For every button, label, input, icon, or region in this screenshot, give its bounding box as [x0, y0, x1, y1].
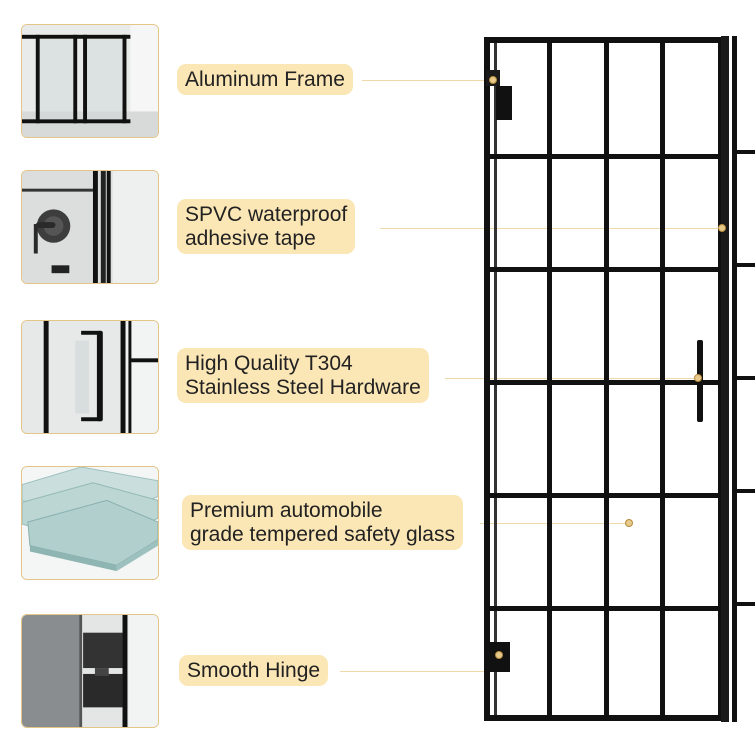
glass-thumbnail	[21, 466, 159, 580]
leader-line-tempered-glass	[480, 523, 626, 524]
label-line: Stainless Steel Hardware	[185, 376, 421, 399]
aluminum-frame-thumbnail	[21, 24, 159, 138]
feature-label-aluminum-frame: Aluminum Frame	[177, 64, 353, 95]
label-line: grade tempered safety glass	[190, 523, 455, 546]
leader-line-aluminum-frame	[362, 80, 490, 81]
feature-label-tempered-glass: Premium automobile grade tempered safety…	[182, 495, 463, 550]
hinge-icon	[22, 615, 158, 727]
window-frame-icon	[22, 25, 158, 137]
hinge-thumbnail	[21, 614, 159, 728]
feature-label-t304-hardware: High Quality T304 Stainless Steel Hardwa…	[177, 348, 429, 403]
label-line: Aluminum Frame	[185, 68, 345, 91]
shower-door-illustration	[484, 36, 755, 722]
callout-dot-t304-hardware	[694, 374, 702, 382]
valve-handle-icon	[22, 171, 158, 283]
door-handle-icon	[22, 321, 158, 433]
label-line: Premium automobile	[190, 499, 383, 522]
hardware-thumbnail	[21, 320, 159, 434]
label-line: High Quality T304	[185, 352, 353, 375]
callout-dot-tempered-glass	[625, 519, 633, 527]
leader-line-smooth-hinge	[340, 671, 498, 672]
callout-dot-spvc-tape	[718, 224, 726, 232]
leader-line-t304-hardware	[445, 378, 697, 379]
glass-panes-icon	[22, 467, 158, 579]
label-line: SPVC waterproof	[185, 203, 348, 226]
label-line: Smooth Hinge	[187, 659, 321, 682]
spvc-tape-thumbnail	[21, 170, 159, 284]
feature-label-spvc-tape: SPVC waterproof adhesive tape	[177, 199, 356, 254]
callout-dot-aluminum-frame	[489, 76, 497, 84]
label-line: adhesive tape	[185, 227, 316, 250]
feature-label-smooth-hinge: Smooth Hinge	[179, 655, 329, 686]
callout-dot-smooth-hinge	[495, 651, 503, 659]
